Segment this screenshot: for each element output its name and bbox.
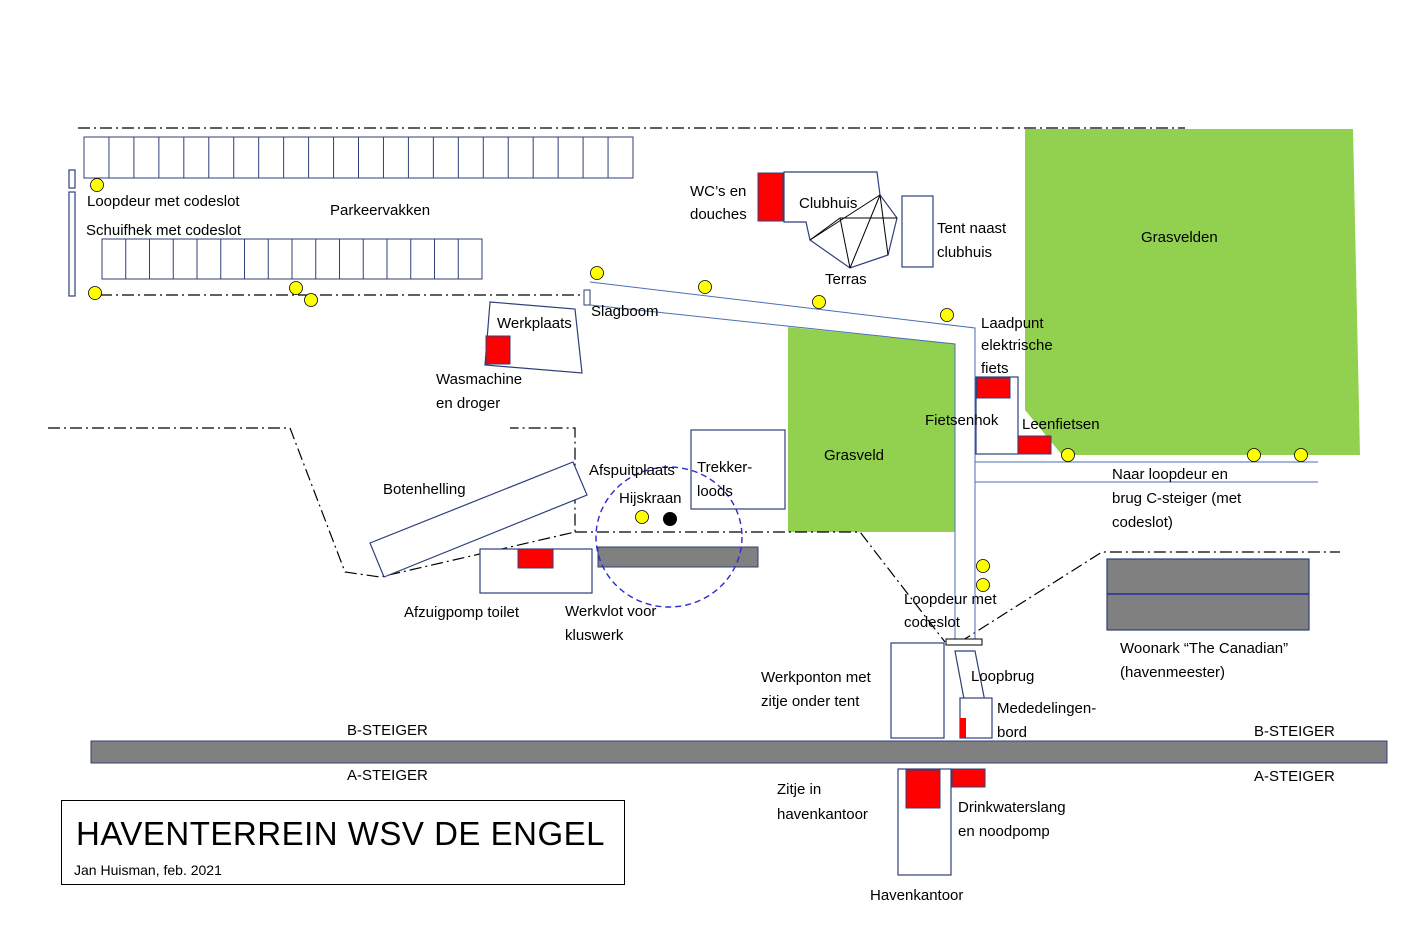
label-werkvlot-2: kluswerk <box>565 627 624 644</box>
werkvlot-raft[interactable] <box>597 546 759 568</box>
label-naar-2: brug C-steiger (met <box>1112 490 1242 507</box>
main-pier <box>90 740 1388 764</box>
label-wcs-1: WC’s en <box>690 183 746 200</box>
leenfietsen-red[interactable] <box>1017 435 1052 455</box>
tent-naast-clubhuis[interactable] <box>901 195 934 268</box>
label-wcs-2: douches <box>690 206 747 223</box>
mededelingenbord-red[interactable] <box>960 718 966 738</box>
grasvelden-area[interactable] <box>1025 129 1360 455</box>
wasmachine-red[interactable] <box>485 335 511 365</box>
label-wasmachine-2: en droger <box>436 395 500 412</box>
label-afspuitplaats: Afspuitplaats <box>589 462 675 479</box>
botenhelling-ramp[interactable] <box>369 461 588 578</box>
label-drinkwater-1: Drinkwaterslang <box>958 799 1066 816</box>
light-marker <box>289 281 303 295</box>
label-havenkantoor: Havenkantoor <box>870 887 963 904</box>
label-loopdeur-codeslot: Loopdeur met codeslot <box>87 193 240 210</box>
label-laadpunt-1: Laadpunt <box>981 315 1044 332</box>
light-marker <box>1247 448 1261 462</box>
label-grasvelden: Grasvelden <box>1141 229 1218 246</box>
label-loopbrug: Loopbrug <box>971 668 1034 685</box>
label-wasmachine-1: Wasmachine <box>436 371 522 388</box>
map-labels: Loopdeur met codeslot Schuifhek met code… <box>86 183 1335 904</box>
parking-bottom-dividers <box>125 239 459 279</box>
label-hijskraan: Hijskraan <box>619 490 682 507</box>
light-marker <box>635 510 649 524</box>
light-marker <box>590 266 604 280</box>
map-author: Jan Huisman, feb. 2021 <box>74 862 222 878</box>
label-naar-3: codeslot) <box>1112 514 1173 531</box>
label-terras: Terras <box>825 271 867 288</box>
light-marker <box>940 308 954 322</box>
parking-top-dividers <box>108 137 609 178</box>
light-marker <box>698 280 712 294</box>
label-b-steiger-left: B-STEIGER <box>347 722 428 739</box>
label-werkponton-2: zitje onder tent <box>761 693 860 710</box>
light-marker <box>304 293 318 307</box>
light-marker <box>1294 448 1308 462</box>
laadpunt-red[interactable] <box>976 377 1011 399</box>
schuifhek-gate[interactable] <box>68 191 76 297</box>
label-mededelingen-2: bord <box>997 724 1027 741</box>
label-laadpunt-2: elektrische <box>981 337 1053 354</box>
label-schuifhek: Schuifhek met codeslot <box>86 222 242 239</box>
label-trekker-2: loods <box>697 483 733 500</box>
label-a-steiger-left: A-STEIGER <box>347 767 428 784</box>
label-parkeervakken: Parkeervakken <box>330 202 430 219</box>
label-b-steiger-right: B-STEIGER <box>1254 723 1335 740</box>
label-trekker-1: Trekker- <box>697 459 752 476</box>
label-werkplaats: Werkplaats <box>497 315 572 332</box>
label-zitje-1: Zitje in <box>777 781 821 798</box>
loopdeur-pier-gate[interactable] <box>945 638 983 646</box>
label-clubhuis: Clubhuis <box>799 195 857 212</box>
label-loopdeur2-2: codeslot <box>904 614 961 631</box>
light-marker <box>90 178 104 192</box>
werkponton[interactable] <box>890 642 945 739</box>
fence-lines <box>48 127 1340 643</box>
hijskraan-marker[interactable] <box>663 512 677 526</box>
grasveld-area[interactable] <box>788 327 955 532</box>
label-werkvlot-1: Werkvlot voor <box>565 603 656 620</box>
label-laadpunt-3: fiets <box>981 360 1009 377</box>
label-naar-1: Naar loopdeur en <box>1112 466 1228 483</box>
label-zitje-2: havenkantoor <box>777 806 868 823</box>
light-marker <box>812 295 826 309</box>
label-tent-1: Tent naast <box>937 220 1007 237</box>
label-botenhelling: Botenhelling <box>383 481 466 498</box>
label-tent-2: clubhuis <box>937 244 992 261</box>
light-marker <box>976 578 990 592</box>
footpaths <box>589 281 1318 640</box>
label-slagboom: Slagboom <box>591 303 659 320</box>
slagboom[interactable] <box>583 289 591 306</box>
light-marker <box>88 286 102 300</box>
drinkwaterslang-red[interactable] <box>951 768 986 788</box>
trekkerloods-building[interactable] <box>690 429 786 510</box>
loopdeur-gate[interactable] <box>68 169 76 189</box>
light-marker <box>976 559 990 573</box>
label-afzuigpomp: Afzuigpomp toilet <box>404 604 520 621</box>
label-drinkwater-2: en noodpomp <box>958 823 1050 840</box>
label-woonark-2: (havenmeester) <box>1120 664 1225 681</box>
terras-lines <box>809 194 897 269</box>
map-title-box: HAVENTERREIN WSV DE ENGEL Jan Huisman, f… <box>61 800 625 885</box>
hijskraan-range <box>595 466 743 608</box>
label-werkponton-1: Werkponton met <box>761 669 872 686</box>
label-mededelingen-1: Mededelingen- <box>997 700 1096 717</box>
afzuigpomp-red[interactable] <box>517 548 554 569</box>
label-fietsenhok: Fietsenhok <box>925 412 999 429</box>
zitje-havenkantoor-red[interactable] <box>905 769 941 809</box>
light-marker <box>1061 448 1075 462</box>
label-a-steiger-right: A-STEIGER <box>1254 768 1335 785</box>
map-title: HAVENTERREIN WSV DE ENGEL <box>76 815 605 852</box>
label-grasveld: Grasveld <box>824 447 884 464</box>
label-leenfietsen: Leenfietsen <box>1022 416 1100 433</box>
wcs-douches-red[interactable] <box>757 172 784 222</box>
label-woonark-1: Woonark “The Canadian” <box>1120 640 1288 657</box>
light-markers <box>88 178 1308 592</box>
label-loopdeur2-1: Loopdeur met <box>904 591 997 608</box>
